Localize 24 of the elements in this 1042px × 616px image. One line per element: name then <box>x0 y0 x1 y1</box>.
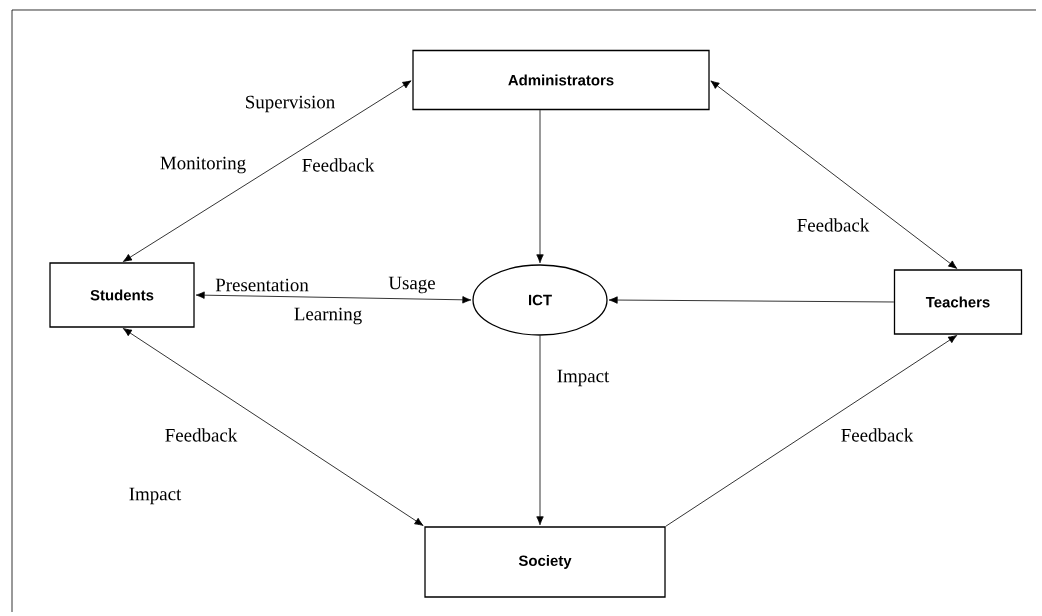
entity-box: Teachers <box>893 269 1023 335</box>
arrow <box>122 328 424 526</box>
edge-label: Feedback <box>839 427 915 443</box>
flow-label: Impact <box>127 486 183 506</box>
flow-label: Usage <box>387 275 437 295</box>
flow-label: Monitoring <box>158 155 248 175</box>
arrow <box>665 335 958 527</box>
arrow <box>122 80 412 262</box>
arrow <box>536 109 544 264</box>
flow-label: Supervision <box>243 94 337 114</box>
flow-label: Feedback <box>300 157 376 173</box>
entity-box: Students <box>49 262 195 328</box>
ellipse-node: ICT <box>472 264 608 336</box>
entity-box: Administrators <box>412 49 710 111</box>
arrow <box>195 291 472 304</box>
flow-label: Presentation <box>214 277 310 293</box>
entity-box: Society <box>424 526 666 598</box>
edge-label: Feedback <box>795 217 871 233</box>
arrow <box>710 80 958 269</box>
flow-label: Feedback <box>163 427 239 443</box>
arrow <box>608 296 895 304</box>
flow-label: Learning <box>292 306 364 326</box>
arrow <box>536 335 544 526</box>
edge-label: Impact <box>555 368 611 388</box>
